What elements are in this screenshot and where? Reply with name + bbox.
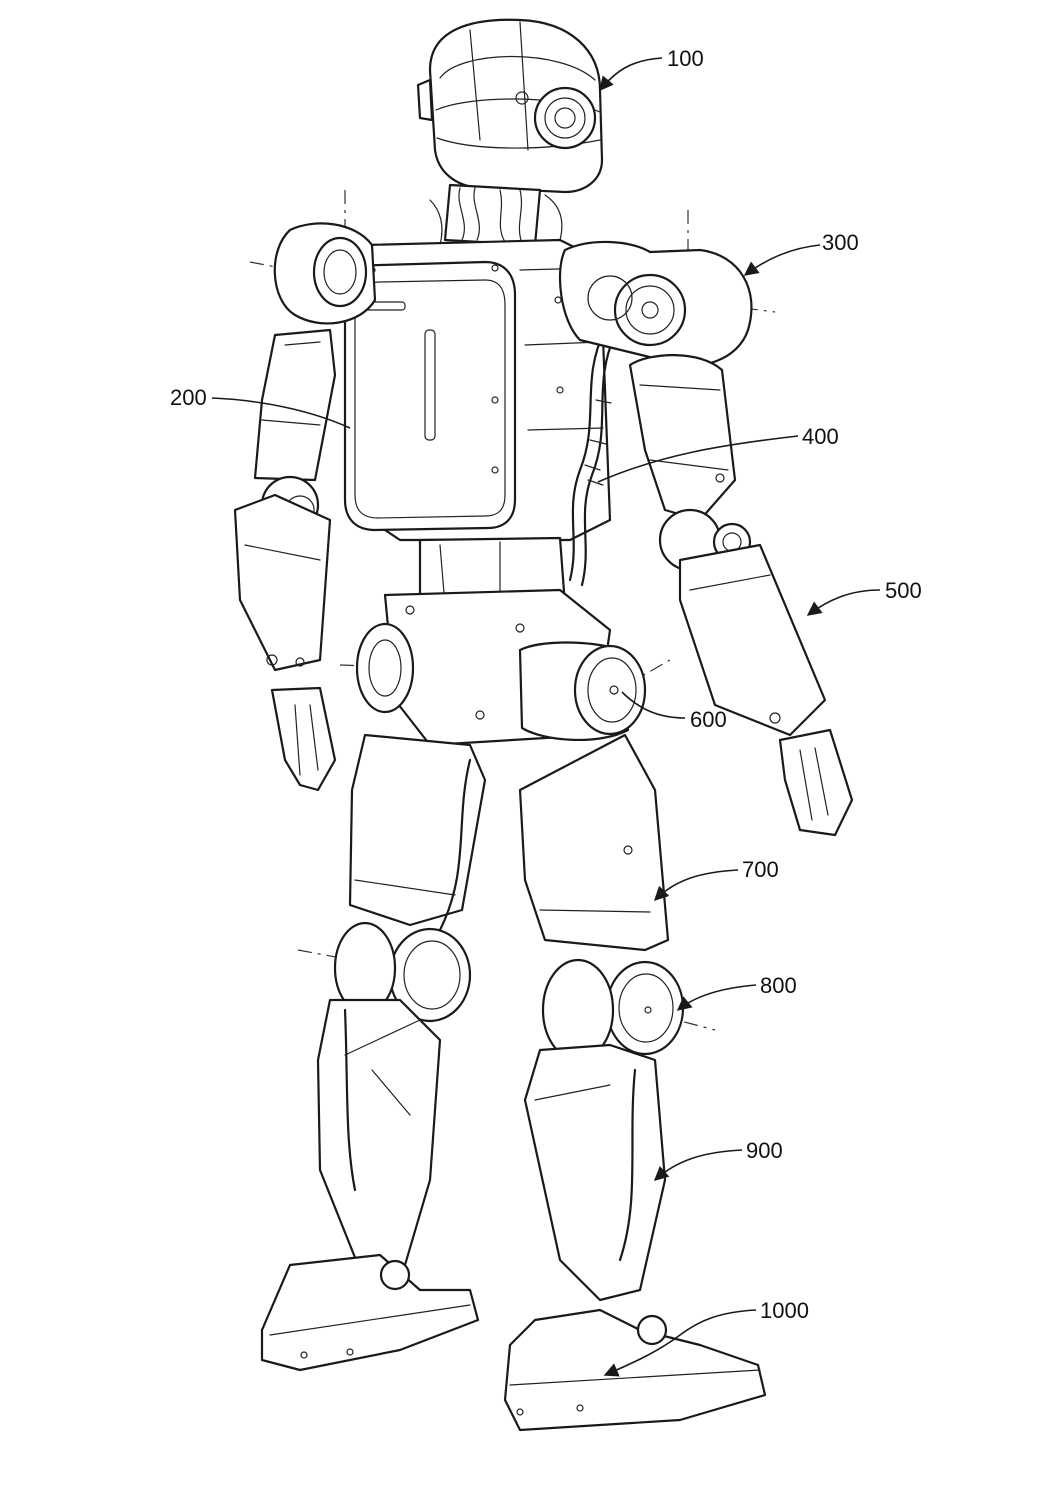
- left-arm: [233, 328, 337, 792]
- left-thigh: [348, 733, 487, 932]
- right-arm: [628, 354, 854, 837]
- left-knee-joint: [333, 921, 472, 1023]
- label-800: 800: [760, 973, 797, 998]
- label-100: 100: [667, 46, 704, 71]
- label-1000: 1000: [760, 1298, 809, 1323]
- label-700: 700: [742, 857, 779, 882]
- robot-head: [416, 18, 604, 194]
- left-hip-joint: [355, 622, 415, 714]
- label-200: 200: [170, 385, 207, 410]
- robot-torso: [343, 238, 612, 542]
- label-600: 600: [690, 707, 727, 732]
- left-shoulder: [273, 222, 377, 325]
- right-hip-joint: [518, 641, 647, 742]
- left-foot: [260, 1253, 480, 1372]
- label-400: 400: [802, 424, 839, 449]
- right-thigh: [518, 733, 670, 952]
- label-500: 500: [885, 578, 922, 603]
- robot-neck: [429, 183, 563, 247]
- right-foot: [503, 1308, 767, 1432]
- leader-lines: [211, 57, 881, 1377]
- left-shin: [316, 998, 442, 1272]
- reference-labels: 100 200 300 400 500 600 700 800 900 1000: [170, 46, 922, 1323]
- label-300: 300: [822, 230, 859, 255]
- right-shoulder: [558, 240, 753, 367]
- right-knee-joint: [541, 958, 685, 1062]
- cable-harness: [568, 328, 617, 587]
- right-shin: [523, 1043, 667, 1302]
- label-900: 900: [746, 1138, 783, 1163]
